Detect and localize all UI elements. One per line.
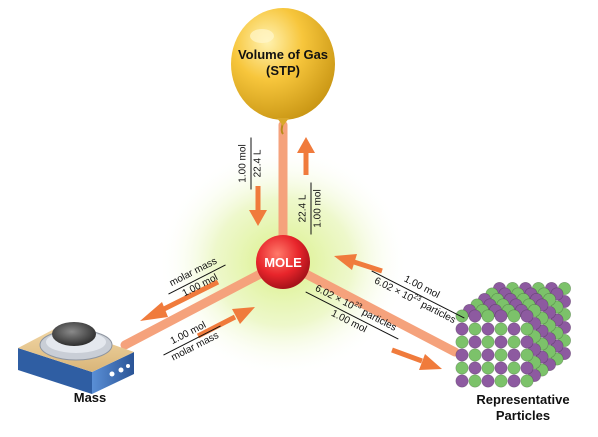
particle-sphere [455,361,469,375]
arrow-mole-to-particles [391,347,442,370]
particles-node-label-line2: Particles [495,408,551,423]
arrows [140,137,442,370]
particle-sphere [494,361,508,375]
balance-scale-icon [18,322,134,394]
particle-cube-icon [455,281,571,388]
particle-sphere [507,309,521,323]
particle-sphere [455,309,469,323]
arrow-particles-to-mole [334,254,383,274]
factor-gas-to-mole-numerator: 1.00 mol [237,137,252,190]
particle-sphere [494,322,508,336]
particle-sphere [481,335,495,349]
particle-sphere [494,348,508,362]
shaft-mass [120,257,288,350]
gas-node-title: Volume of Gas [237,47,329,62]
particle-sphere [468,348,482,362]
arrow-mass-to-mole [196,307,255,339]
particle-sphere [520,348,534,362]
particle-sphere [481,322,495,336]
particle-sphere [455,374,469,388]
particle-sphere [507,348,521,362]
particle-sphere [481,374,495,388]
particle-sphere [468,309,482,323]
gas-node-subtitle: (STP) [266,63,300,78]
particle-sphere [481,361,495,375]
particle-sphere [520,309,534,323]
particle-sphere [455,335,469,349]
particle-sphere [494,335,508,349]
particle-sphere [494,374,508,388]
arrow-mole-to-gas [297,137,315,175]
particle-sphere [520,322,534,336]
arrow-gas-to-mole [249,186,267,226]
particle-sphere [520,374,534,388]
balloon-icon [231,8,335,135]
particle-sphere [468,322,482,336]
mole-label: MOLE [264,255,302,270]
particles-node-label-line1: Representative [476,392,570,407]
particle-sphere [507,361,521,375]
factor-mole-to-gas-denominator: 1.00 mol [312,189,324,228]
particle-sphere [455,322,469,336]
particle-sphere [520,335,534,349]
factor-gas-to-mole-denominator: 22.4 L [252,149,264,178]
factor-gas-to-mole: 1.00 mol 22.4 L [237,137,265,190]
mass-node-label: Mass [73,390,107,405]
particle-sphere [468,361,482,375]
arrow-mole-to-mass [140,279,220,321]
shaft-particles [278,257,460,357]
factor-mole-to-gas: 22.4 L 1.00 mol [297,182,325,235]
particle-sphere [468,335,482,349]
particle-sphere [507,374,521,388]
particle-sphere [494,309,508,323]
factor-mole-to-gas-numerator: 22.4 L [297,182,312,235]
mole-circle [256,235,310,289]
particle-sphere [481,309,495,323]
particle-sphere [507,322,521,336]
particle-sphere [520,361,534,375]
particle-sphere [455,348,469,362]
particle-sphere [468,374,482,388]
particle-sphere [507,335,521,349]
particle-sphere [481,348,495,362]
